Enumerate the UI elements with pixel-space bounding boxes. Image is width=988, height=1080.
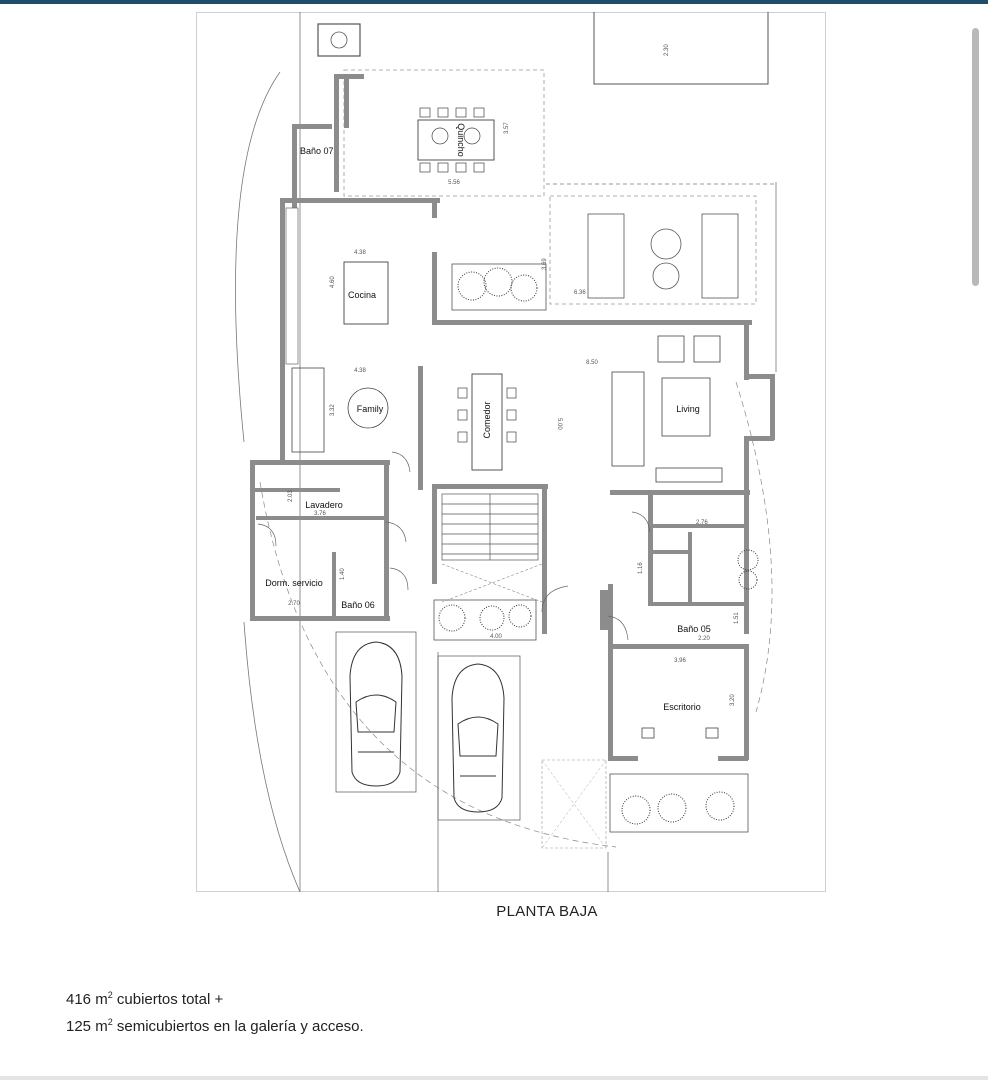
room-label-dorm-servicio: Dorm. servicio xyxy=(265,578,323,588)
top-right-parking xyxy=(593,12,769,85)
dim-escritorio-w: 3.96 xyxy=(674,658,686,664)
area-summary: 416 m2 cubiertos total + 125 m2 semicubi… xyxy=(66,984,364,1038)
living-sofa xyxy=(611,371,645,467)
dashed-boundary-right xyxy=(735,381,773,713)
room-label-cocina: Cocina xyxy=(348,290,376,300)
planter-top xyxy=(451,263,547,311)
area-semicovered-text: semicubiertos en la galería y acceso. xyxy=(112,1018,364,1035)
dim-bano05-h: 1.51 xyxy=(734,612,740,624)
lounger-right xyxy=(701,213,739,299)
kitchen-counter xyxy=(285,207,299,365)
dim-quincho-h: 3.57 xyxy=(504,122,510,134)
top-accent-bar xyxy=(0,0,988,4)
garage-right xyxy=(437,655,521,821)
kitchen-island xyxy=(343,261,389,325)
dim-living-w: 8.50 xyxy=(586,360,598,366)
dim-cocina-w: 4.38 xyxy=(354,250,366,256)
car-left-icon xyxy=(349,641,403,787)
dim-dorm-w: 2.70 xyxy=(288,601,300,607)
round-table xyxy=(650,228,682,260)
dim-pool-w: 6.36 xyxy=(574,290,586,296)
planter-right xyxy=(737,549,759,590)
area-covered-value: 416 m xyxy=(66,991,108,1008)
quincho-area xyxy=(343,69,545,197)
dim-top-right: 2.30 xyxy=(664,44,670,56)
room-label-comedor: Comedor xyxy=(482,401,492,438)
dim-planter: 4.00 xyxy=(490,634,502,640)
dashed-boundary xyxy=(259,481,617,848)
living-table xyxy=(661,377,711,437)
room-label-living: Living xyxy=(676,404,700,414)
stairs xyxy=(441,493,539,561)
area-covered-unit-sup: 2 xyxy=(107,990,113,1000)
family-table xyxy=(347,387,389,429)
vertical-scrollbar[interactable] xyxy=(972,28,979,286)
dim-stairs-h: 1.16 xyxy=(638,562,644,574)
area-covered-text: cubiertos total + xyxy=(112,991,224,1008)
floor-plan-drawing: 2.30 Quincho 5.56 3.57 xyxy=(196,12,826,892)
walls xyxy=(250,74,775,761)
dim-bano06-w: 1.40 xyxy=(340,568,346,580)
room-label-quincho: Quincho xyxy=(456,123,466,157)
dim-comedor-h: 5.00 xyxy=(556,418,562,430)
plan-caption: PLANTA BAJA xyxy=(496,903,598,920)
floor-plan: 2.30 Quincho 5.56 3.57 xyxy=(196,12,826,892)
garage-left xyxy=(335,631,417,793)
dim-family-h: 3.32 xyxy=(330,404,336,416)
dining-table xyxy=(471,373,503,471)
bottom-bar xyxy=(0,1076,988,1080)
dim-lavadero-w: 3.76 xyxy=(314,511,326,517)
dim-bano05-w: 2.20 xyxy=(698,636,710,642)
car-right-icon xyxy=(451,663,505,813)
door-swings xyxy=(257,451,651,641)
planter-bottom xyxy=(609,773,749,833)
entry-deck xyxy=(541,759,607,849)
lounger-left xyxy=(587,213,625,299)
room-label-family: Family xyxy=(357,404,384,414)
room-label-bano05: Baño 05 xyxy=(677,624,711,634)
quincho-table xyxy=(417,119,495,161)
area-semicovered-unit-sup: 2 xyxy=(107,1017,113,1027)
dim-cocina-h: 4.60 xyxy=(330,276,336,288)
room-label-bano07: Baño 07 xyxy=(300,146,334,156)
room-label-escritorio: Escritorio xyxy=(663,702,701,712)
deck-area xyxy=(549,195,757,305)
area-line-covered: 416 m2 cubiertos total + xyxy=(66,984,364,1011)
room-label-lavadero: Lavadero xyxy=(305,500,343,510)
room-label-bano06: Baño 06 xyxy=(341,600,375,610)
planter-middle xyxy=(433,599,537,641)
dim-family-w: 4.38 xyxy=(354,368,366,374)
dim-right-small: 2.76 xyxy=(696,520,708,526)
area-line-semicovered: 125 m2 semicubiertos en la galería y acc… xyxy=(66,1011,364,1038)
service-box xyxy=(317,23,361,57)
dim-escritorio-h: 3.20 xyxy=(730,694,736,706)
dim-quincho-w: 5.56 xyxy=(448,180,460,186)
dim-lavadero-h: 2.03 xyxy=(288,490,294,502)
area-semicovered-value: 125 m xyxy=(66,1018,108,1035)
family-sofa xyxy=(291,367,325,453)
